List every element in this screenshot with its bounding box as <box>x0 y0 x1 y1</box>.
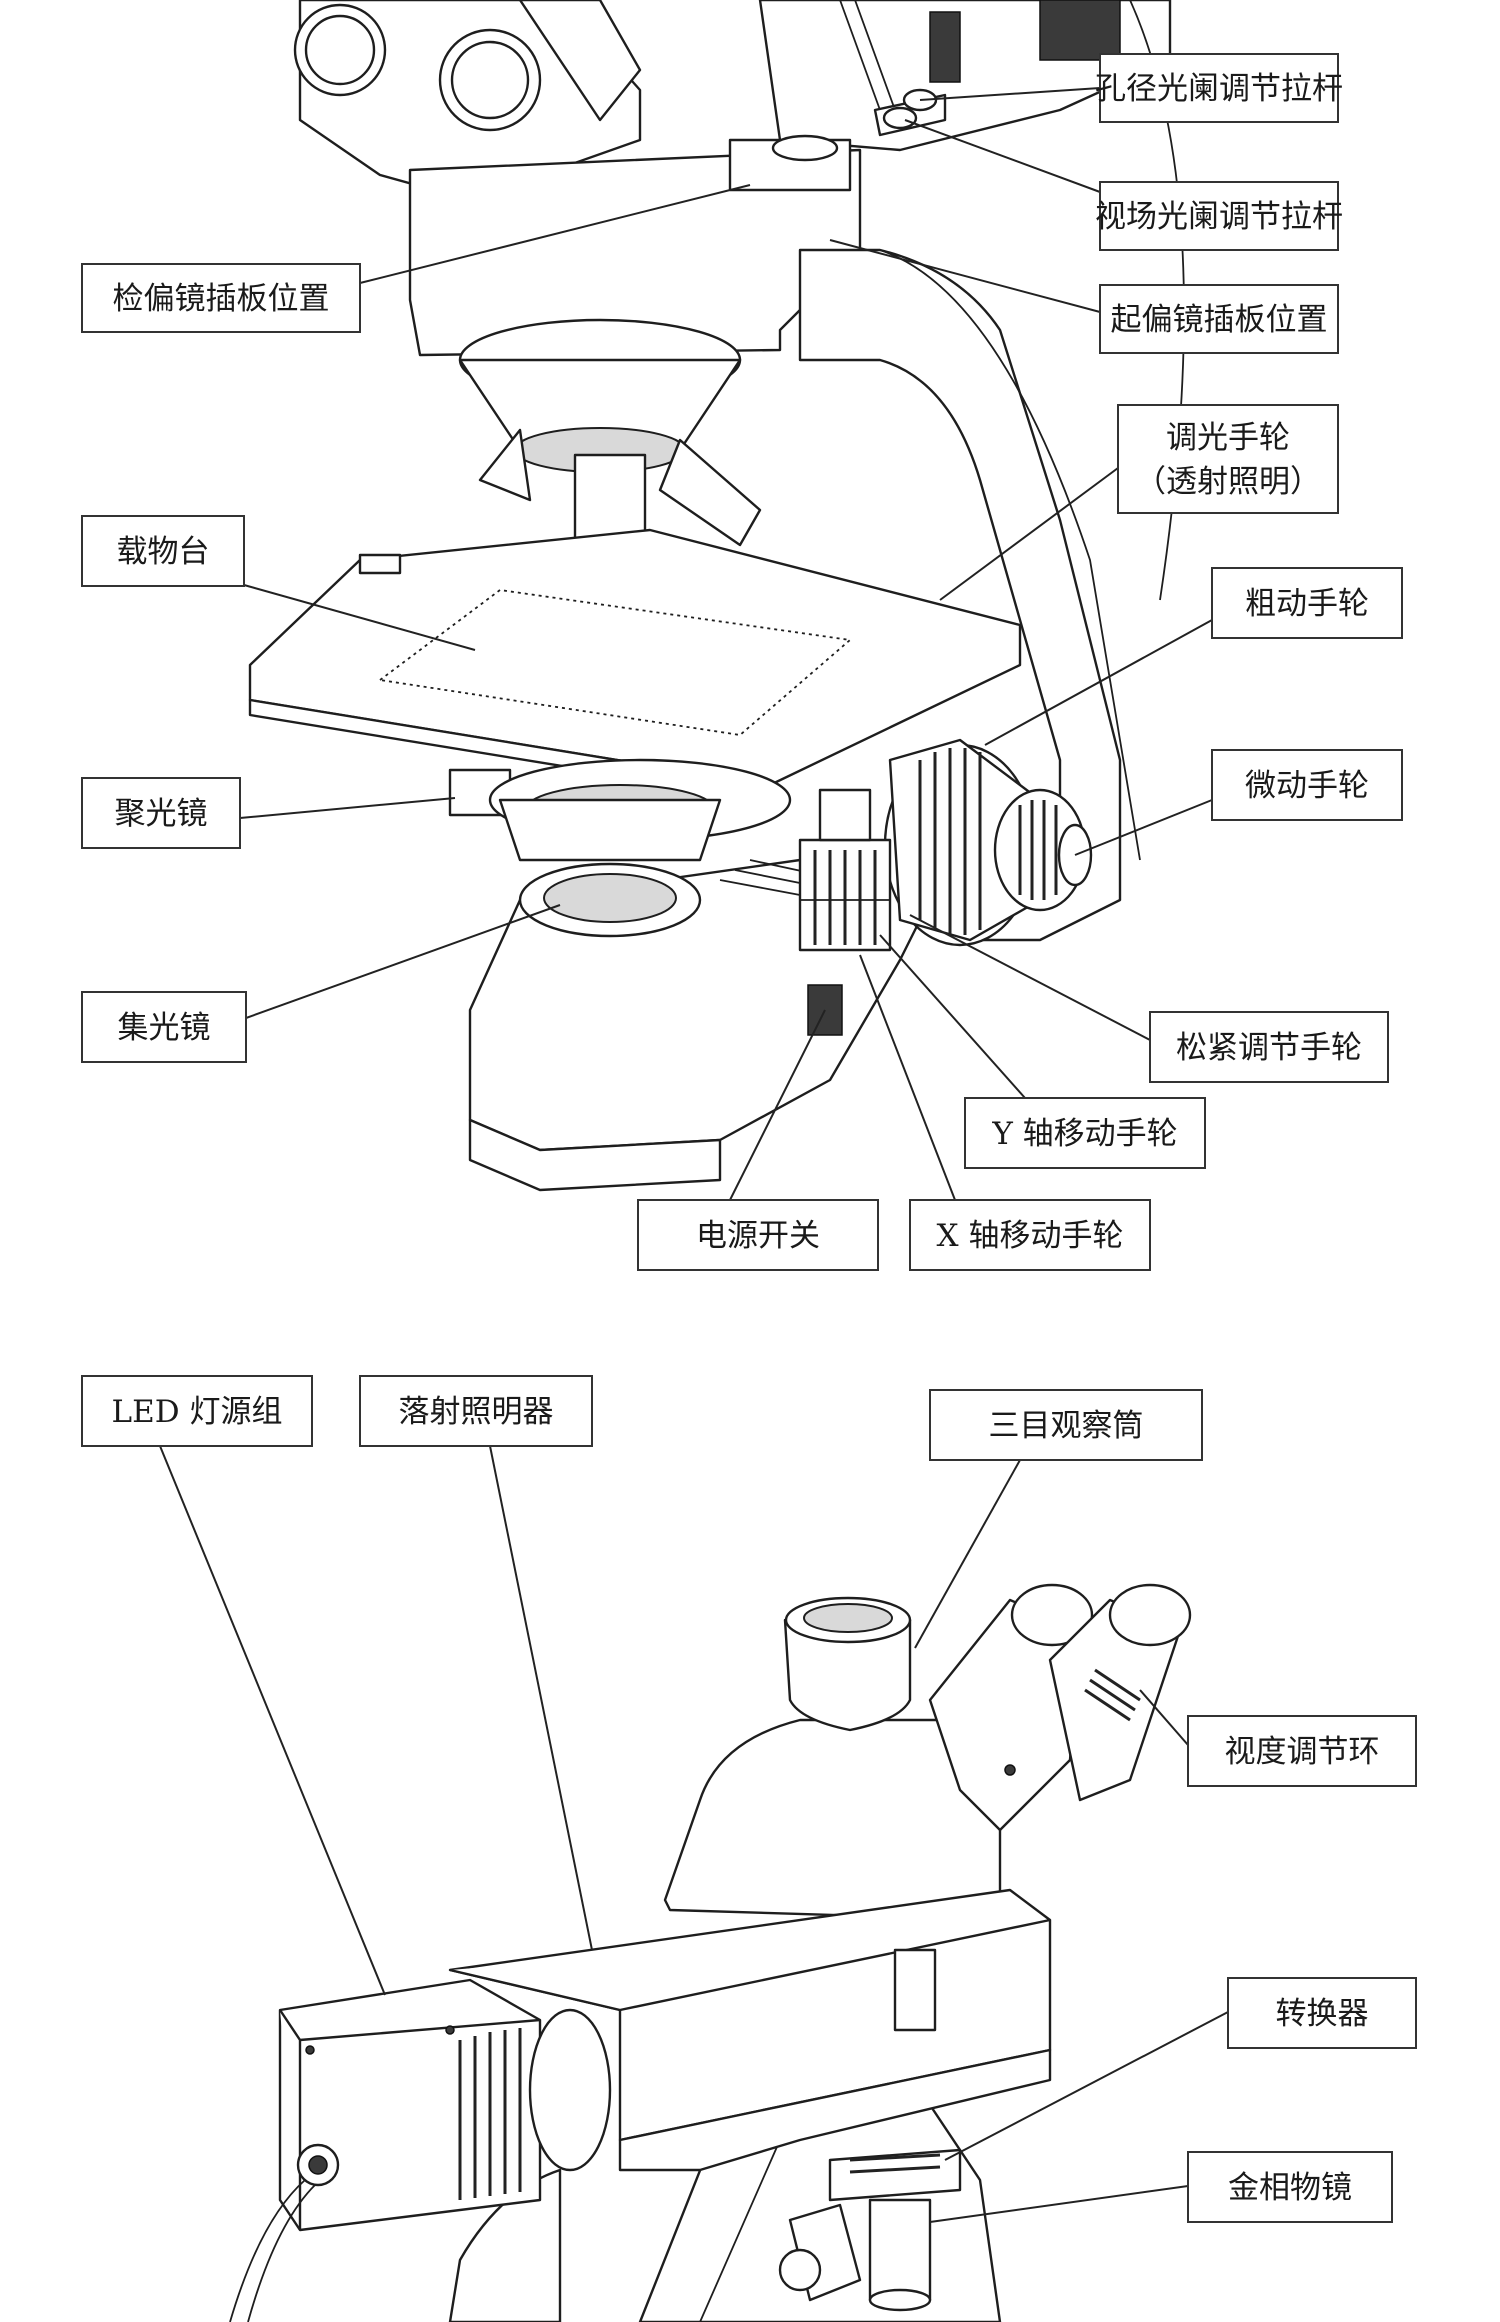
trinocular-head <box>663 1583 1192 1922</box>
svg-text:三目观察筒: 三目观察筒 <box>989 1408 1144 1444</box>
epi-illuminator-body <box>448 1888 1052 2172</box>
svg-text:电源开关: 电源开关 <box>696 1218 820 1254</box>
nosepiece-objectives <box>458 318 762 599</box>
label-collector-lens: 集光镜 <box>81 904 561 1063</box>
svg-text:转换器: 转换器 <box>1276 1996 1369 2032</box>
label-aperture-diaphragm-lever: 孔径光阑调节拉杆 <box>919 53 1343 123</box>
label-fine-focus: 微动手轮 <box>1074 749 1403 856</box>
svg-text:松紧调节手轮: 松紧调节手轮 <box>1176 1030 1362 1066</box>
label-y-axis-knob: Y 轴移动手轮 <box>879 934 1206 1169</box>
bottom-callouts: LED 灯源组 落射照明器 三目观察筒 视度调节环 转换器 <box>81 1375 1417 2223</box>
label-diopter-ring: 视度调节环 <box>1139 1689 1417 1787</box>
svg-text:金相物镜: 金相物镜 <box>1228 2170 1352 2206</box>
label-metallurgical-objective: 金相物镜 <box>929 2151 1393 2223</box>
svg-text:检偏镜插板位置: 检偏镜插板位置 <box>113 281 330 317</box>
svg-text:视场光阑调节拉杆: 视场光阑调节拉杆 <box>1095 199 1343 235</box>
transmitted-microscope-illustration <box>248 0 1185 1192</box>
binocular-eyepieces <box>293 0 642 202</box>
svg-text:孔径光阑调节拉杆: 孔径光阑调节拉杆 <box>1095 71 1343 107</box>
label-x-axis-knob: X 轴移动手轮 <box>859 954 1151 1271</box>
svg-text:视度调节环: 视度调节环 <box>1225 1734 1380 1770</box>
label-dimmer-wheel: 调光手轮 （透射照明） <box>939 404 1339 601</box>
label-stage: 载物台 <box>81 515 476 651</box>
top-callouts: 孔径光阑调节拉杆 视场光阑调节拉杆 检偏镜插板位置 起偏镜插板位置 调光手轮 （… <box>81 53 1403 1271</box>
label-power-switch: 电源开关 <box>637 1009 879 1271</box>
svg-text:聚光镜: 聚光镜 <box>115 796 208 832</box>
microscope-head <box>408 0 1172 357</box>
label-epi-illuminator: 落射照明器 <box>359 1375 593 1951</box>
svg-text:X 轴移动手轮: X 轴移动手轮 <box>937 1218 1124 1254</box>
label-condenser: 聚光镜 <box>81 777 456 849</box>
svg-text:集光镜: 集光镜 <box>118 1010 211 1046</box>
label-polarizer-slot: 起偏镜插板位置 <box>829 239 1339 354</box>
svg-text:Y 轴移动手轮: Y 轴移动手轮 <box>991 1116 1177 1152</box>
label-tension-knob: 松紧调节手轮 <box>909 914 1389 1083</box>
svg-text:（透射照明）: （透射照明） <box>1135 464 1321 500</box>
label-coarse-focus: 粗动手轮 <box>984 567 1403 746</box>
label-nosepiece: 转换器 <box>944 1977 1417 2161</box>
svg-text:微动手轮: 微动手轮 <box>1245 768 1369 804</box>
svg-text:调光手轮: 调光手轮 <box>1166 420 1290 456</box>
label-analyzer-slot: 检偏镜插板位置 <box>81 184 751 333</box>
svg-text:LED 灯源组: LED 灯源组 <box>112 1394 283 1430</box>
svg-text:起偏镜插板位置: 起偏镜插板位置 <box>1111 302 1328 338</box>
bottom-nosepiece <box>778 2148 962 2312</box>
label-trinocular-tube: 三目观察筒 <box>914 1389 1203 1649</box>
metallurgical-microscope-illustration <box>229 1583 1192 2322</box>
svg-text:粗动手轮: 粗动手轮 <box>1245 586 1369 622</box>
label-field-diaphragm-lever: 视场光阑调节拉杆 <box>904 119 1343 251</box>
label-led-light-source: LED 灯源组 <box>81 1375 386 1996</box>
condenser-illustration <box>448 758 792 862</box>
svg-text:载物台: 载物台 <box>117 534 210 570</box>
led-lamp-house <box>229 1978 612 2322</box>
focus-knobs-illustration <box>798 738 1093 952</box>
svg-text:落射照明器: 落射照明器 <box>399 1394 554 1430</box>
